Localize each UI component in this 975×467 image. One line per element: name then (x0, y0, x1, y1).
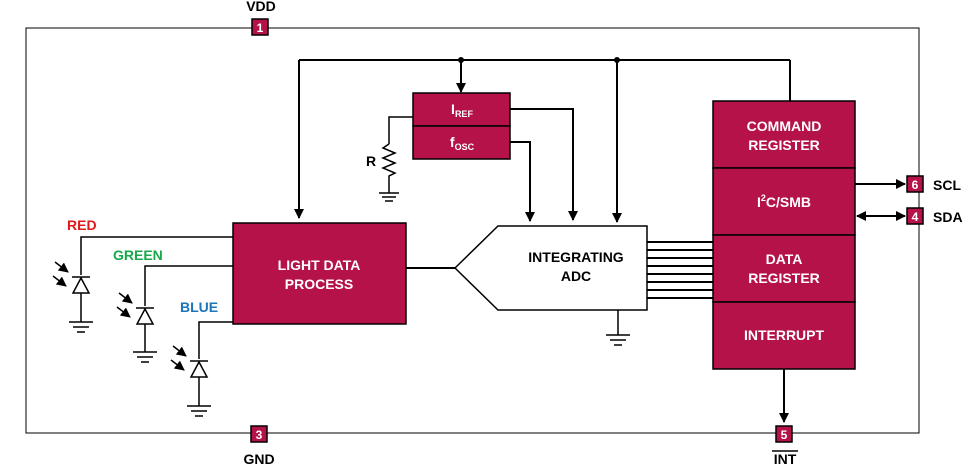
i2c-smb-block (712, 167, 856, 236)
data-register-block (712, 234, 856, 303)
resistor-label: R (366, 153, 376, 169)
power-bus (294, 59, 791, 223)
data-register-line1: DATA (766, 251, 803, 267)
reference-wiring (510, 108, 578, 222)
light-data-process-line1: LIGHT DATA (278, 257, 361, 273)
fosc-block (412, 125, 511, 160)
int-pin (775, 425, 793, 443)
int-label: INT (774, 451, 797, 467)
scl-pin (906, 175, 924, 193)
iref-label: IREF (451, 101, 473, 119)
data-register-line2: REGISTER (748, 270, 820, 286)
i2c-smb-label: I2C/SMB (757, 193, 811, 210)
scl-pin-number: 6 (912, 178, 919, 192)
bus-junction (614, 57, 620, 63)
red-label: RED (67, 217, 97, 233)
scl-label: SCL (933, 177, 961, 193)
bus-junction (458, 57, 464, 63)
adc-block (453, 225, 648, 311)
vdd-label: VDD (246, 0, 276, 14)
light-data-process-block (232, 222, 407, 325)
vdd-pin (251, 18, 269, 36)
command-register-line2: REGISTER (748, 137, 820, 153)
interrupt-label: INTERRUPT (744, 327, 825, 343)
red-photodiode (52, 236, 233, 333)
gnd-label: GND (243, 451, 274, 467)
sda-pin-number: 4 (912, 210, 919, 224)
green-photodiode (116, 265, 233, 363)
blue-label: BLUE (180, 299, 218, 315)
sda-pin (906, 207, 924, 225)
command-register-line1: COMMAND (747, 118, 822, 134)
adc-ground (606, 310, 630, 346)
int-pin-number: 5 (781, 428, 788, 442)
gnd-pin-number: 3 (256, 428, 263, 442)
command-register-block (712, 100, 856, 169)
sda-label: SDA (933, 209, 963, 225)
blue-photodiode (170, 321, 233, 417)
adc-line2: ADC (561, 268, 591, 284)
resistor (379, 116, 413, 202)
light-data-process-line2: PROCESS (285, 276, 353, 292)
gnd-pin (250, 425, 268, 443)
green-label: GREEN (113, 247, 163, 263)
vdd-pin-number: 1 (257, 21, 264, 35)
chip-outline (25, 27, 920, 434)
fosc-label: fOSC (450, 134, 475, 152)
adc-data-bus (647, 241, 713, 299)
adc-line1: INTEGRATING (528, 249, 624, 265)
